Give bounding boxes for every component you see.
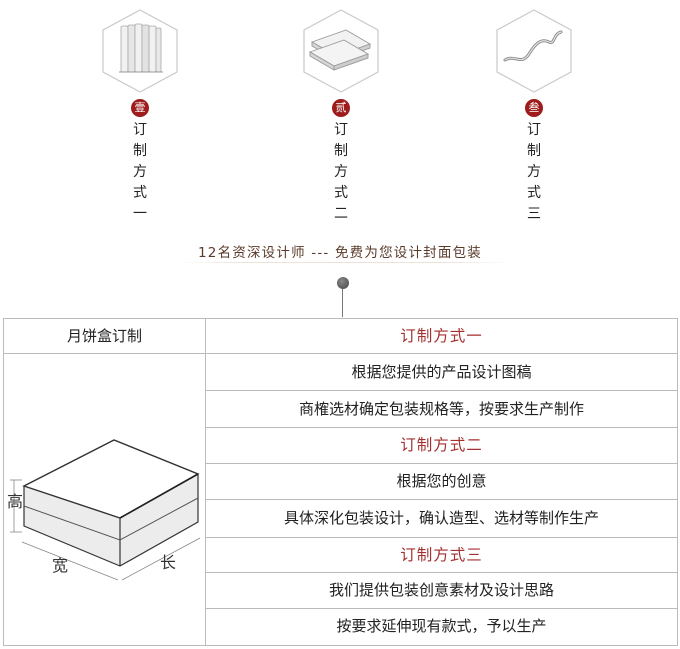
slogan: 12名资深设计师 --- 免费为您设计封面包装	[198, 245, 482, 261]
badge-1: 壹	[131, 99, 149, 117]
method-1-label: 订制方式一	[133, 122, 147, 222]
method-3-heading: 订制方式三	[206, 538, 677, 573]
table-row: 我们提供包装创意素材及设计思路	[206, 573, 677, 609]
ribbon-icon	[496, 9, 572, 93]
box-dimension-diagram	[10, 439, 201, 581]
table-row: 商榷选材确定包装规格等，按要求生产制作	[206, 391, 677, 428]
method-3-label: 订制方式三	[527, 122, 541, 222]
connector-dot	[337, 277, 349, 289]
height-label: 高	[7, 492, 24, 511]
box-diagram-cell: 高 宽 长	[4, 354, 206, 645]
badge-3: 叁	[525, 99, 543, 117]
paperboard-stack-icon	[303, 9, 379, 93]
table-row: 根据您的创意	[206, 464, 677, 500]
custom-options-table: 月饼盒订制 高 宽 长 订制方式一 根据您提供的产品设计图稿 商榷选材确定包装规…	[3, 318, 678, 646]
method-2-label: 订制方式二	[334, 122, 348, 222]
product-name: 月饼盒订制	[4, 319, 206, 354]
badge-2: 贰	[332, 99, 350, 117]
length-label: 长	[160, 553, 177, 572]
table-row: 根据您提供的产品设计图稿	[206, 354, 677, 391]
table-row: 按要求延伸现有款式，予以生产	[336, 617, 547, 635]
method-2-heading: 订制方式二	[206, 428, 677, 464]
slogan-divider	[178, 262, 512, 263]
connector-line	[342, 289, 343, 317]
method-1-heading: 订制方式一	[206, 319, 677, 354]
table-row: 具体深化包装设计，确认造型、选材等制作生产	[206, 500, 677, 538]
width-label: 宽	[52, 556, 69, 575]
stacked-paper-sheets-icon	[102, 9, 178, 93]
